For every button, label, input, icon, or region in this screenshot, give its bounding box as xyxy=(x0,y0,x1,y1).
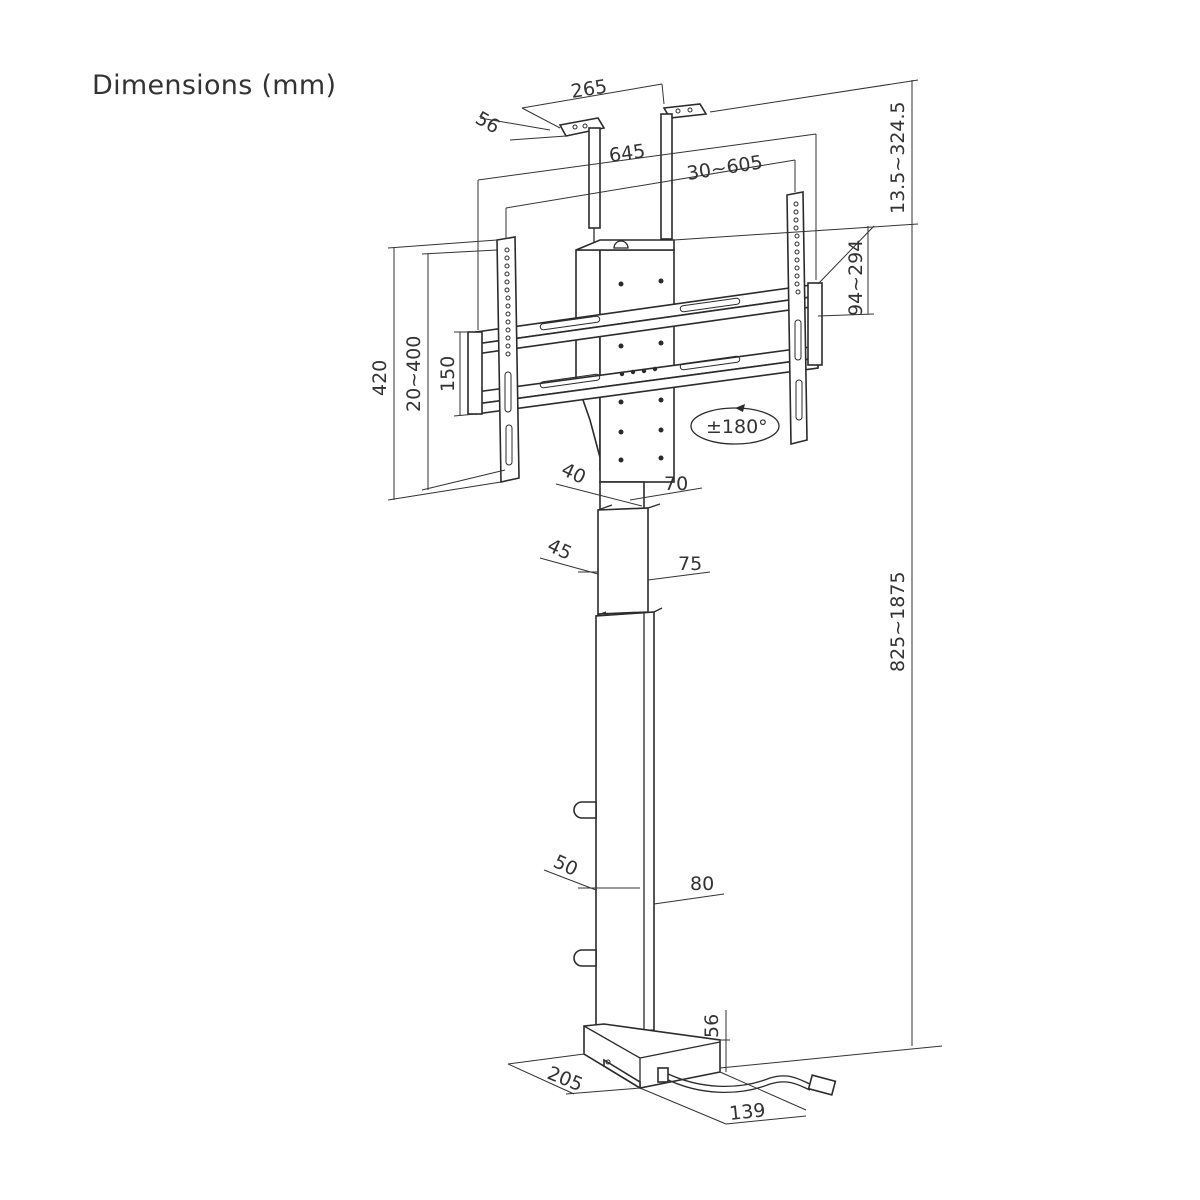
label-base-depth: 205 xyxy=(544,1062,586,1096)
label-overall-width: 645 xyxy=(608,140,647,167)
horizontal-rails xyxy=(467,282,823,415)
label-vesa-vertical: 20~400 xyxy=(403,336,425,412)
label-top-bracket-depth: 56 xyxy=(472,107,504,138)
label-top-bracket-width: 265 xyxy=(569,76,608,103)
label-upper-column-depth: 40 xyxy=(558,459,589,489)
page-title: Dimensions (mm) xyxy=(92,70,337,101)
label-mid-column-width: 75 xyxy=(678,553,702,575)
label-upper-column-width: 70 xyxy=(664,473,688,495)
label-tilt-range: 94~294 xyxy=(845,240,867,316)
top-bracket-right xyxy=(660,103,708,240)
power-cable xyxy=(657,1067,837,1096)
label-vesa-horizontal: 30~605 xyxy=(685,151,764,185)
label-height-adjust-top: 13.5~324.5 xyxy=(887,101,909,214)
dimension-lines xyxy=(387,79,943,1125)
label-base-width: 139 xyxy=(728,1099,766,1125)
column xyxy=(573,481,663,1035)
label-rotation: ±180° xyxy=(706,416,768,438)
label-rail-height: 150 xyxy=(437,356,459,392)
vesa-arm-right xyxy=(786,191,808,446)
rotation-indicator xyxy=(690,404,780,445)
label-overall-height-plate: 420 xyxy=(369,360,391,396)
label-base-height: 56 xyxy=(701,1014,723,1038)
base xyxy=(583,1023,721,1090)
label-lower-column-depth: 50 xyxy=(550,851,581,881)
label-total-height: 825~1875 xyxy=(887,571,909,672)
motor-housing xyxy=(575,239,675,483)
top-bracket-left xyxy=(558,117,606,229)
label-lower-column-width: 80 xyxy=(690,873,714,895)
vesa-arm-left xyxy=(496,236,520,483)
